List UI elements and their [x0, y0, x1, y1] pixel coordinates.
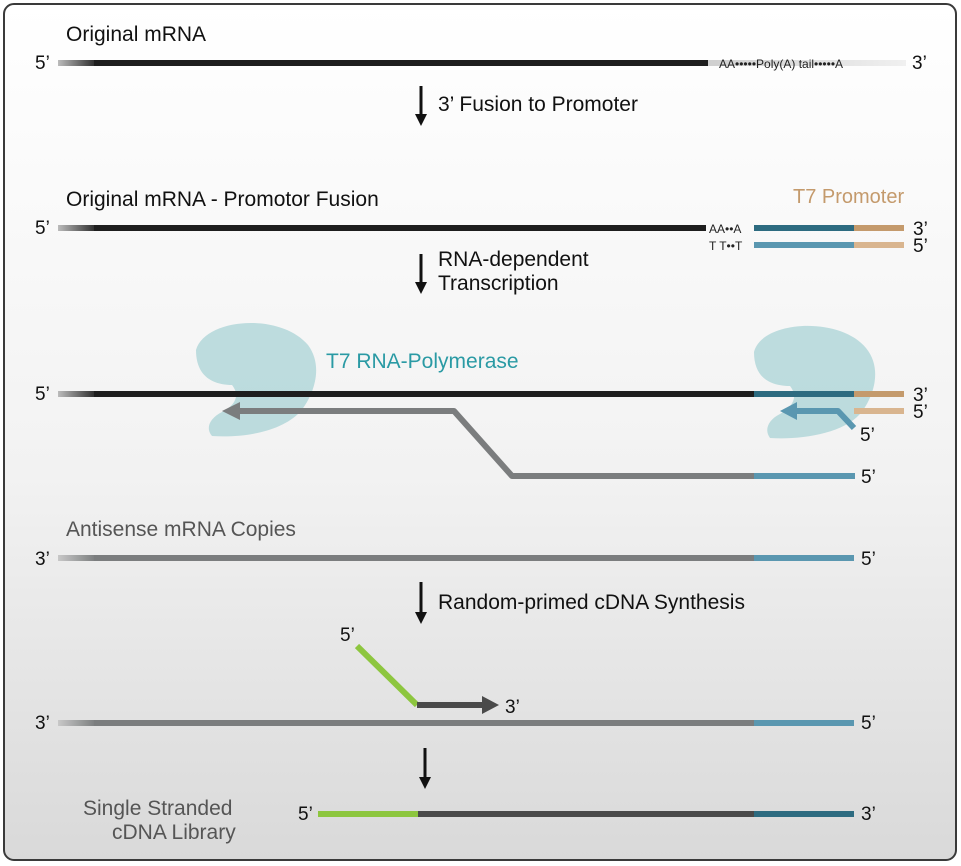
end-label-5-row3d: 5’	[860, 425, 875, 446]
mrna-strand-row2	[94, 225, 706, 231]
end-label-5-row3c: 5’	[861, 467, 876, 488]
end-label-5-row2b: 5’	[913, 236, 928, 257]
short-transcript	[796, 408, 857, 431]
strand-fade-row1	[58, 60, 96, 66]
tt-t-label: T T••T	[709, 239, 743, 253]
strand-fade-row2	[58, 225, 96, 231]
end-label-5-primer: 5’	[340, 625, 355, 646]
random-primer	[354, 643, 420, 708]
strand-fade-row5	[58, 720, 96, 726]
promoter-tan-row3b	[854, 408, 904, 414]
t7-polymerase-blob-right	[754, 325, 876, 439]
polya-tail-label: AA•••••Poly(A) tail•••••A	[719, 57, 843, 71]
strand-fade-row3	[58, 391, 96, 397]
cdna-dark-segment	[418, 811, 754, 817]
end-label-5-row5: 5’	[861, 713, 876, 734]
end-label-3-row6: 3’	[861, 804, 876, 825]
promoter-tan-top	[854, 225, 904, 231]
end-label-5-row3: 5’	[35, 384, 50, 405]
antisense-blue-row4	[754, 555, 854, 561]
aa-a-label: AA••A	[709, 222, 741, 236]
step-label-2a: RNA-dependent	[438, 248, 589, 271]
short-transcript-arrowhead	[780, 402, 797, 420]
mrna-strand-row3	[94, 391, 754, 397]
promoter-blue-bottom	[754, 242, 854, 248]
t7-promoter-label: T7 Promoter	[793, 186, 904, 208]
end-label-3-row4: 3’	[35, 549, 50, 570]
polya-strand-row1	[708, 60, 906, 66]
cdna-green-segment	[318, 811, 418, 817]
end-label-3-row2: 3’	[913, 219, 928, 240]
end-label-3-row3: 3’	[913, 385, 928, 406]
strand-fade-row4	[58, 555, 96, 561]
step-label-3: Random-primed cDNA Synthesis	[438, 591, 745, 614]
title-antisense: Antisense mRNA Copies	[66, 518, 296, 541]
polymerase-label: T7 RNA-Polymerase	[326, 350, 519, 373]
promoter-dark-top	[754, 225, 854, 231]
end-label-5-row3b: 5’	[913, 402, 928, 423]
title-library-line2: cDNA Library	[112, 821, 236, 844]
end-label-3-row5: 3’	[35, 713, 50, 734]
title-original-mrna: Original mRNA	[66, 23, 206, 46]
title-fusion: Original mRNA - Promotor Fusion	[66, 188, 379, 211]
antisense-strand-row5	[94, 720, 754, 726]
end-label-5-row2: 5’	[35, 218, 50, 239]
antisense-strand-row4	[94, 555, 754, 561]
antisense-blue-row5	[754, 720, 854, 726]
mrna-strand-row1	[94, 60, 710, 66]
end-label-5-row4: 5’	[861, 549, 876, 570]
cdna-blue-segment	[754, 811, 854, 817]
end-label-3-primer: 3’	[505, 697, 520, 718]
end-label-5-row1: 5’	[35, 53, 50, 74]
end-label-3-row1: 3’	[912, 53, 927, 74]
nascent-antisense-strand	[238, 408, 754, 479]
promoter-tan-bottom	[854, 242, 904, 248]
promoter-dark-row3	[754, 391, 854, 397]
step-label-1: 3’ Fusion to Promoter	[438, 93, 638, 116]
end-label-5-row6: 5’	[298, 804, 313, 825]
title-library-line1: Single Stranded	[83, 797, 232, 820]
promoter-tan-row3	[854, 391, 904, 397]
step-label-2b: Transcription	[438, 272, 559, 295]
frame-background	[3, 3, 957, 861]
nascent-arrowhead-left	[222, 402, 240, 420]
primer-extension-arrowhead	[482, 696, 499, 714]
